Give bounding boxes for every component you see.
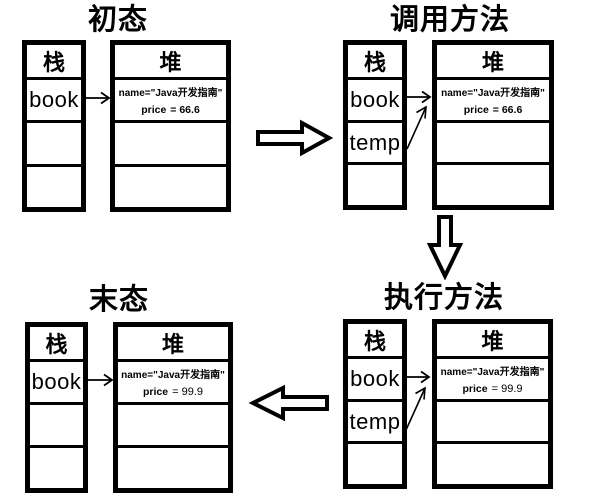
stack-header: 栈	[42, 50, 65, 75]
stack-header: 栈	[45, 332, 68, 357]
heap-object-cell: name="Java开发指南" price= 99.9	[118, 359, 228, 402]
stack-header: 栈	[363, 329, 386, 354]
panel-title-execute-method: 执行方法	[383, 282, 505, 314]
stack-cell-empty	[27, 120, 81, 163]
heap-object-name: name="Java开发指南"	[118, 88, 223, 100]
temp-pointer-arrow-icon	[405, 386, 426, 431]
stack-table-call: 栈 book temp	[343, 40, 407, 210]
heap-table-initial: 堆 name="Java开发指南" price= 66.6	[110, 40, 231, 212]
heap-empty-cell	[437, 398, 548, 442]
stack-cell-book: book	[348, 77, 402, 120]
stack-cell-empty	[348, 441, 402, 484]
heap-empty-cell	[437, 441, 548, 484]
heap-object-price: price= 66.6	[141, 104, 200, 117]
heap-empty-cell	[115, 120, 226, 163]
heap-header: 堆	[161, 332, 184, 357]
heap-empty-cell	[118, 445, 228, 488]
panel-title-final-state: 末态	[88, 284, 150, 316]
panel-title-initial-state: 初态	[87, 4, 149, 36]
heap-object-cell: name="Java开发指南" price= 66.6	[437, 77, 549, 120]
heap-object-name: name="Java开发指南"	[121, 370, 225, 381]
heap-object-name: name="Java开发指南"	[440, 366, 545, 378]
stack-cell-book: book	[30, 359, 83, 402]
heap-table-final: 堆 name="Java开发指南" price= 99.9	[113, 322, 233, 493]
heap-object-name: name="Java开发指南"	[441, 87, 545, 99]
stack-cell-book: book	[348, 356, 402, 399]
heap-header: 堆	[159, 50, 182, 75]
book-pointer-arrow-icon	[405, 370, 431, 384]
stack-cell-temp: temp	[348, 119, 402, 163]
heap-empty-cell	[437, 162, 549, 205]
stack-cell-temp: temp	[348, 398, 402, 442]
stack-cell-empty	[30, 402, 83, 445]
heap-object-cell: name="Java开发指南" price= 99.9	[437, 356, 548, 399]
heap-object-price: price= 99.9	[143, 386, 203, 398]
heap-empty-cell	[118, 402, 228, 445]
heap-table-execute: 堆 name="Java开发指南" price= 99.9	[432, 319, 553, 489]
temp-pointer-arrow-icon	[406, 105, 427, 150]
stack-cell-book: book	[27, 77, 81, 120]
heap-table-call: 堆 name="Java开发指南" price= 66.6	[432, 40, 554, 210]
flow-arrow-left-icon	[248, 384, 329, 422]
stack-table-final: 栈 book	[25, 322, 88, 493]
heap-object-cell: name="Java开发指南" price= 66.6	[115, 77, 226, 120]
flow-arrow-down-icon	[427, 215, 463, 280]
heap-header: 堆	[481, 329, 504, 354]
heap-object-price: price= 66.6	[463, 103, 523, 116]
stack-cell-empty	[27, 163, 81, 207]
flow-arrow-right-icon	[256, 119, 333, 157]
heap-header: 堆	[481, 50, 504, 75]
heap-empty-cell	[437, 119, 549, 163]
stack-cell-empty	[348, 162, 402, 205]
stack-header: 栈	[363, 50, 386, 75]
book-pointer-arrow-icon	[88, 373, 114, 387]
heap-object-price: price= 99.9	[462, 382, 523, 395]
stack-table-initial: 栈 book	[22, 40, 86, 212]
panel-title-call-method: 调用方法	[389, 4, 511, 36]
book-pointer-arrow-icon	[85, 91, 111, 105]
stack-table-execute: 栈 book temp	[343, 319, 407, 489]
stack-cell-empty	[30, 445, 83, 488]
heap-empty-cell	[115, 163, 226, 207]
book-pointer-arrow-icon	[406, 90, 432, 104]
